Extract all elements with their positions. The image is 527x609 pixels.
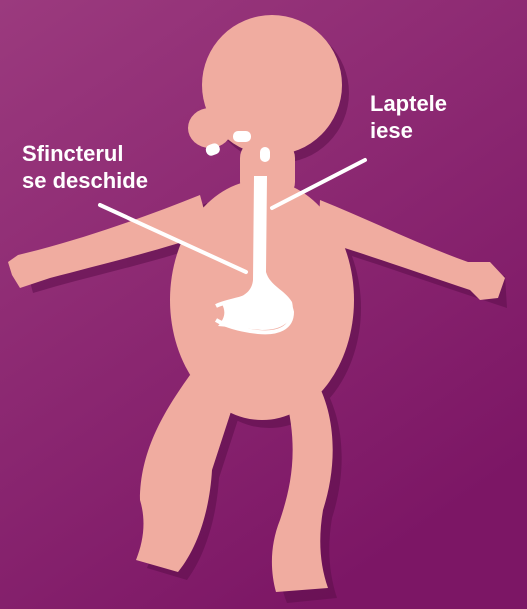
label-sphincter-line1: Sfincterul xyxy=(22,140,148,167)
label-sphincter-opens: Sfincterul se deschide xyxy=(22,140,148,194)
milk-drop xyxy=(260,147,270,162)
label-milk-line2: iese xyxy=(370,117,447,144)
label-milk-exits: Laptele iese xyxy=(370,90,447,144)
label-milk-line1: Laptele xyxy=(370,90,447,117)
label-sphincter-line2: se deschide xyxy=(22,167,148,194)
milk-drop xyxy=(233,131,251,142)
